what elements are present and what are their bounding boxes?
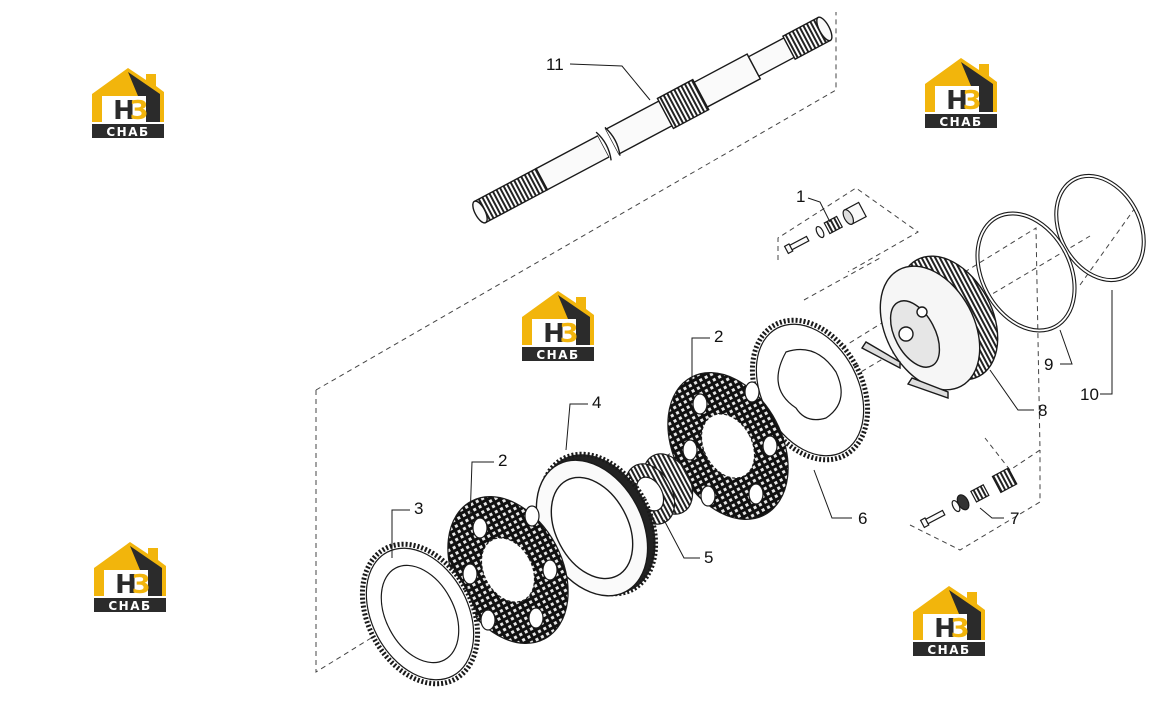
label-11: 11 <box>546 55 564 74</box>
part-7-fittings <box>919 467 1018 529</box>
label-7: 7 <box>1010 509 1019 528</box>
callout-labels: 11 1 2 2 3 4 5 6 7 8 9 10 <box>414 55 1099 567</box>
watermark-logo-top-right <box>925 58 997 129</box>
watermark-logo-bottom-left <box>94 542 166 613</box>
label-6: 6 <box>858 509 867 528</box>
label-1: 1 <box>796 187 805 206</box>
label-9: 9 <box>1044 355 1053 374</box>
leader-lines <box>391 63 1113 559</box>
part-10-o-ring <box>1054 173 1146 283</box>
part-2-friction-disc-lower <box>447 496 569 644</box>
part-2-friction-disc-upper <box>667 372 789 520</box>
part-6-steel-disc <box>749 317 871 463</box>
part-11-shaft <box>472 16 833 224</box>
part-4-steel-plate <box>535 451 659 597</box>
part-9-o-ring <box>975 211 1077 333</box>
label-5: 5 <box>704 548 713 567</box>
assembly-outline <box>315 12 1136 673</box>
label-8: 8 <box>1038 401 1047 420</box>
watermark-logo-top-left <box>92 68 164 139</box>
part-8-piston <box>860 255 999 399</box>
part-3-steel-disc <box>359 541 481 687</box>
label-2a: 2 <box>714 327 723 346</box>
part-1-fittings <box>783 201 867 255</box>
watermark-logo-bottom-right <box>913 586 985 657</box>
watermark-logo-center <box>522 291 594 362</box>
label-10: 10 <box>1080 385 1099 404</box>
label-4: 4 <box>592 393 601 412</box>
label-2b: 2 <box>498 451 507 470</box>
label-3: 3 <box>414 499 423 518</box>
